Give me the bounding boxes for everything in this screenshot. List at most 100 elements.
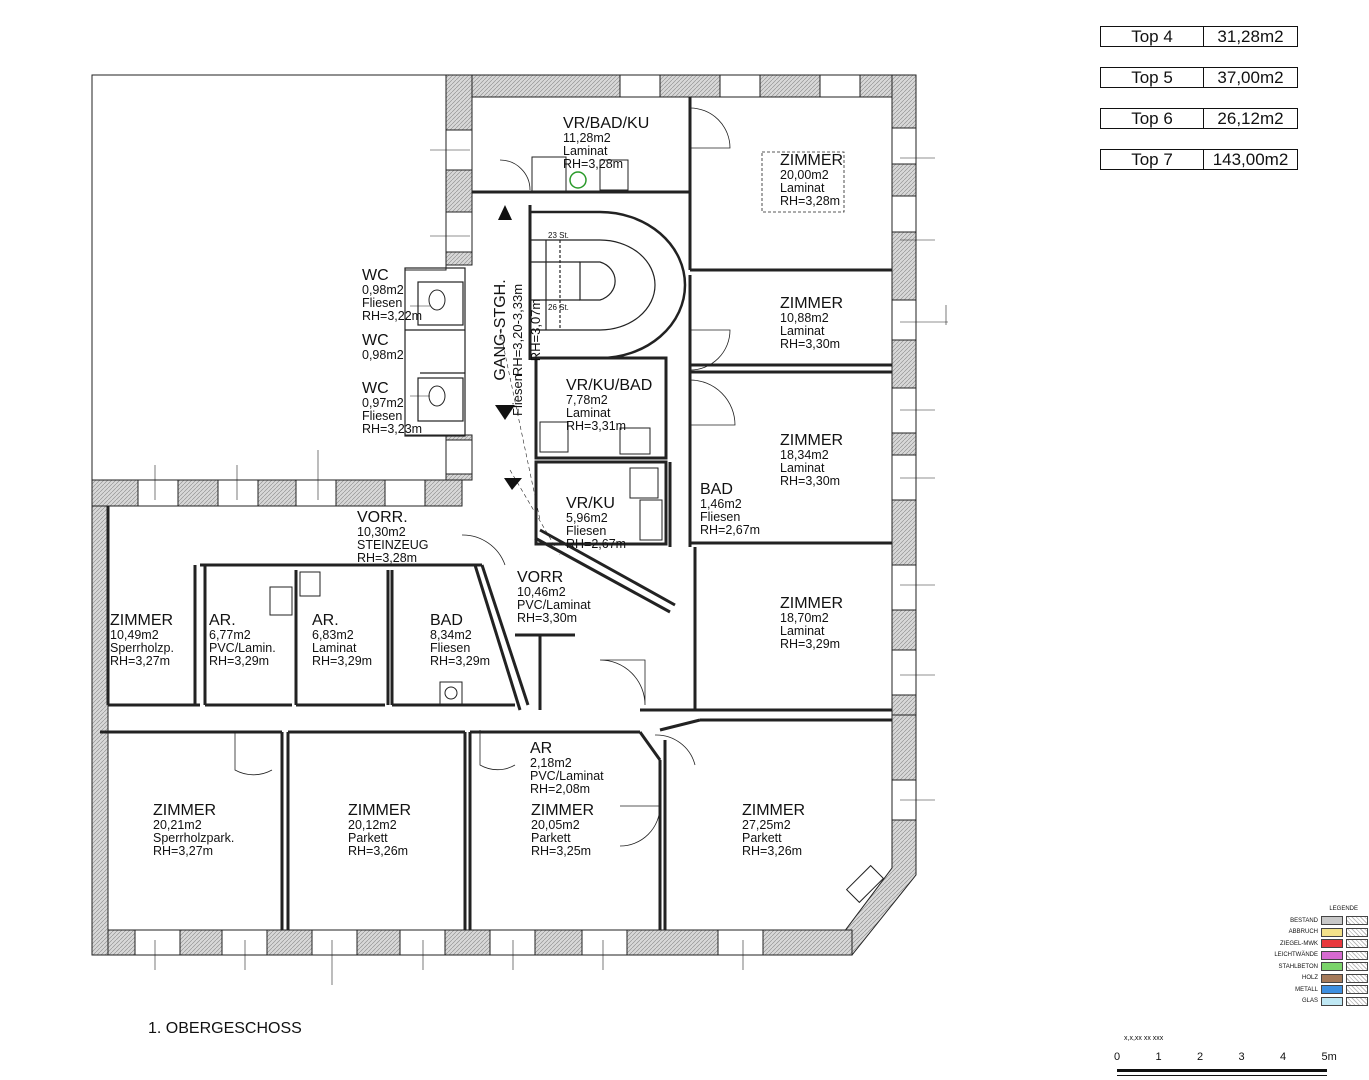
room-name: ZIMMER (780, 432, 843, 449)
room-area: 6,77m2 (209, 628, 251, 642)
legend-row: STAHLBETON (1270, 961, 1368, 973)
legend-label: ZIEGEL-MWK (1279, 940, 1318, 947)
room-floor: STEINZEUG (357, 538, 429, 552)
legend-row: METALL (1270, 984, 1368, 996)
room-height: RH=3,26m (742, 844, 802, 858)
room-floor: Laminat (780, 324, 825, 338)
room-height: RH=3,26m (348, 844, 408, 858)
scale-bar-line (1117, 1069, 1327, 1072)
room-floor: PVC/Laminat (517, 598, 591, 612)
windows (134, 74, 917, 956)
room-name: WC (362, 267, 389, 284)
legend-swatch (1321, 939, 1343, 949)
room-floor: Fliesen (430, 641, 470, 655)
room-area: 0,97m2 (362, 396, 404, 410)
legend-swatch (1321, 927, 1343, 937)
room-name: VORR. (357, 509, 408, 526)
room-area: 20,21m2 (153, 818, 202, 832)
room-area: 20,12m2 (348, 818, 397, 832)
room-height: RH=2,67m (700, 523, 760, 537)
top-area: 37,00m2 (1217, 68, 1284, 87)
legend-swatch-hatch (1346, 927, 1368, 937)
room-area: 0,98m2 (362, 283, 404, 297)
room-area: 1,46m2 (700, 497, 742, 511)
room-floor: Fliesen (362, 296, 402, 310)
legend-swatch (1321, 916, 1343, 926)
top-label: Top 4 (1101, 27, 1204, 46)
room-name: WC (362, 380, 389, 397)
legend-row: HOLZ (1270, 973, 1368, 985)
room-name: VR/KU/BAD (566, 377, 652, 394)
legend-row: ABBRUCH (1270, 927, 1368, 939)
stair (530, 210, 687, 360)
room-floor: Fliesen (700, 510, 740, 524)
interior-walls (100, 97, 892, 930)
room-floor: Laminat (563, 144, 608, 158)
room-height: RH=3,28m (780, 194, 840, 208)
room-name: ZIMMER (153, 802, 216, 819)
room-height: RH=3,29m (312, 654, 372, 668)
room-name: VR/KU (566, 495, 615, 512)
legend-row: ZIEGEL-MWK (1270, 938, 1368, 950)
legend-swatch (1321, 973, 1343, 983)
room-floor: Fliesen (566, 524, 606, 538)
room-floor: Fliesen (362, 409, 402, 423)
room-floor: Sperrholzpark. (153, 831, 234, 845)
scale-tick: 1 (1155, 1051, 1162, 1063)
scale-bar-line-thin (1117, 1075, 1327, 1076)
scale-tick: 4 (1280, 1051, 1287, 1063)
room-area: 27,25m2 (742, 818, 791, 832)
room-name: ZIMMER (780, 152, 843, 169)
room-area: 10,49m2 (110, 628, 159, 642)
legend-label: GLAS (1301, 998, 1318, 1005)
room-height: RH=3,30m (780, 474, 840, 488)
room-name: VR/BAD/KU (563, 115, 649, 132)
legend-label: LEICHTWÄNDE (1274, 952, 1318, 959)
legend-swatch-hatch (1346, 939, 1368, 949)
room-area: 2,18m2 (530, 756, 572, 770)
room-area: 6,83m2 (312, 628, 354, 642)
legend-title: LEGENDE (1329, 906, 1358, 912)
room-name: ZIMMER (531, 802, 594, 819)
legend-label: METALL (1295, 986, 1318, 993)
legend-row: BESTAND (1270, 915, 1368, 927)
room-name: ZIMMER (110, 612, 173, 629)
top-row: Top 5 37,00m2 (1100, 67, 1298, 88)
room-height: RH=2,67m (566, 537, 626, 551)
stair-steps_upper: 23 St. (548, 231, 569, 240)
room-height: RH=3,27m (110, 654, 170, 668)
doors (234, 107, 736, 847)
room-height: RH=3,25m (531, 844, 591, 858)
room-floor: Parkett (348, 831, 388, 845)
room-area: 10,46m2 (517, 585, 566, 599)
room-height: RH=3,28m (563, 157, 623, 171)
legend-row: LEICHTWÄNDE (1270, 950, 1368, 962)
scale-tick: 3 (1238, 1051, 1245, 1063)
room-name: ZIMMER (780, 295, 843, 312)
room-area: 18,34m2 (780, 448, 829, 462)
room-floor: Laminat (312, 641, 357, 655)
room-height: RH=3,29m (430, 654, 490, 668)
stair-steps_lower: 26 St. (548, 303, 569, 312)
legend-label: STAHLBETON (1278, 963, 1318, 970)
room-area: 18,70m2 (780, 611, 829, 625)
room-floor: PVC/Laminat (530, 769, 604, 783)
room-name: AR. (312, 612, 339, 629)
room-height: RH=3,28m (357, 551, 417, 565)
room-floor: Laminat (566, 406, 611, 420)
room-name: AR (530, 740, 552, 757)
scale-tick: 0 (1114, 1051, 1121, 1063)
top-label: Top 5 (1101, 68, 1204, 87)
scale-tick: 5m (1321, 1051, 1337, 1063)
room-floor: Parkett (742, 831, 782, 845)
legend-swatch-hatch (1346, 973, 1368, 983)
stair-height: RH=3,20-3,33m (510, 284, 525, 376)
room-name: WC (362, 332, 389, 349)
room-name: ZIMMER (742, 802, 805, 819)
legend-label: BESTAND (1290, 917, 1318, 924)
